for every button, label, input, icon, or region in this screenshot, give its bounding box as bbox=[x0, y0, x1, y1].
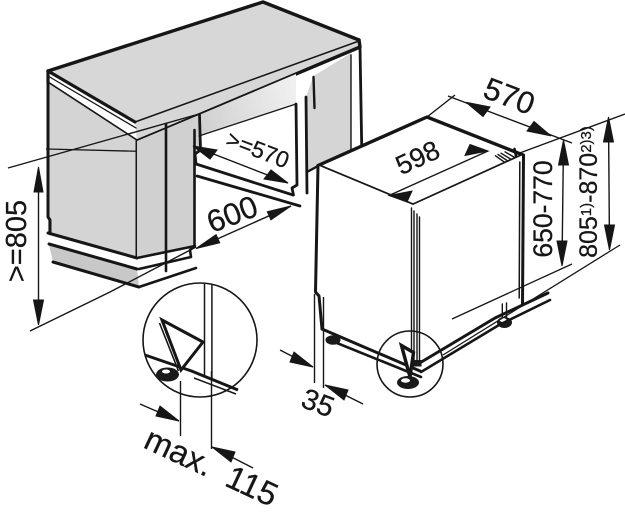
svg-text:8051)-8702)3): 8051)-8702)3) bbox=[575, 126, 603, 258]
svg-text:650-770: 650-770 bbox=[528, 160, 558, 257]
svg-text:>=805: >=805 bbox=[1, 200, 33, 282]
